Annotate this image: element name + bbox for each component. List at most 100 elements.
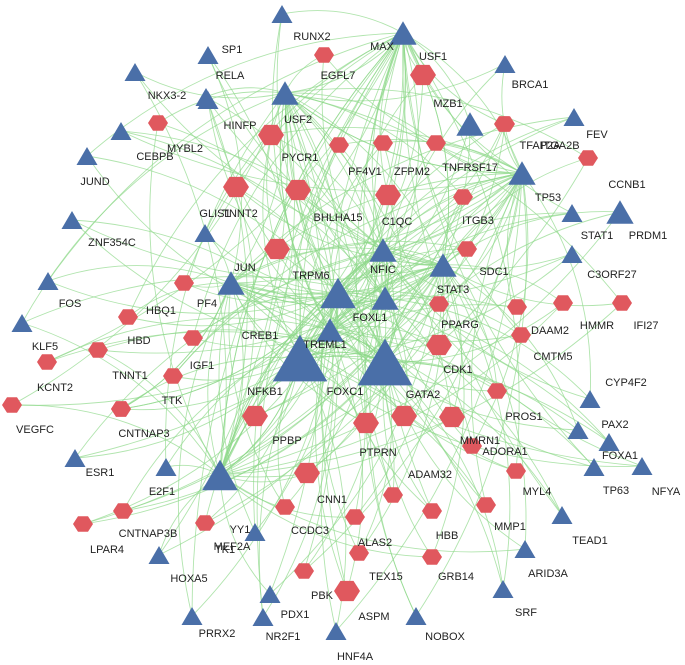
node-c3orf27[interactable] <box>561 245 583 263</box>
node-cdk1[interactable] <box>426 334 452 356</box>
node-gata2[interactable] <box>391 405 417 427</box>
node-stat1[interactable] <box>561 204 583 222</box>
node-nr2f1[interactable] <box>252 608 274 626</box>
node-hnf4a[interactable] <box>325 622 347 640</box>
node-hbd[interactable] <box>88 342 108 358</box>
node-myl4[interactable] <box>506 463 526 479</box>
node-esr1[interactable] <box>64 449 86 467</box>
node-prdm1[interactable] <box>606 200 634 224</box>
node-tnfrsf17[interactable] <box>426 135 446 151</box>
node-tnnt2[interactable] <box>223 176 249 198</box>
node-itgb3[interactable] <box>453 189 473 205</box>
node-cnn1[interactable] <box>294 462 320 484</box>
node-yy1[interactable] <box>202 459 238 491</box>
node-nobox[interactable] <box>405 607 427 625</box>
node-pros1[interactable] <box>487 383 507 399</box>
node-pf4v1[interactable] <box>329 137 349 153</box>
node-nfkb1[interactable] <box>272 334 328 382</box>
node-ptprn[interactable] <box>353 412 379 434</box>
node-prrx2[interactable] <box>181 607 203 625</box>
node-itga2b[interactable] <box>494 116 514 132</box>
node-arid3a[interactable] <box>514 540 536 558</box>
node-brca1[interactable] <box>494 55 516 73</box>
node-glis1[interactable] <box>194 224 216 242</box>
node-pbk[interactable] <box>334 580 360 602</box>
node-aspm[interactable] <box>294 563 314 579</box>
node-igf1[interactable] <box>183 330 203 346</box>
node-treml1[interactable] <box>316 318 344 342</box>
node-hbq1[interactable] <box>118 309 138 325</box>
node-cmtm5[interactable] <box>511 327 531 343</box>
node-cyp4f2[interactable] <box>579 390 601 408</box>
node-klf5[interactable] <box>11 314 33 332</box>
node-runx2[interactable] <box>271 5 293 23</box>
node-stat3[interactable] <box>429 253 457 277</box>
node-mmrn1[interactable] <box>439 406 465 428</box>
node-jund[interactable] <box>76 147 98 165</box>
node-grb14[interactable] <box>422 549 442 565</box>
node-hbb[interactable] <box>422 503 442 519</box>
node-adora1[interactable] <box>462 438 482 454</box>
node-nfya[interactable] <box>631 457 653 475</box>
node-pf4[interactable] <box>174 275 194 291</box>
node-hmmr[interactable] <box>553 295 573 311</box>
node-foxl1[interactable] <box>371 286 399 310</box>
node-lpar4[interactable] <box>73 516 93 532</box>
node-nkx3-2[interactable] <box>124 63 146 81</box>
node-mmp1[interactable] <box>476 497 496 513</box>
edge-hoxa5-usf2 <box>158 92 288 556</box>
node-alas2[interactable] <box>345 509 365 525</box>
node-sdc1[interactable] <box>457 241 477 257</box>
node-fev[interactable] <box>563 108 585 126</box>
node-ifi27[interactable] <box>612 295 632 311</box>
node-sp1[interactable] <box>197 46 219 64</box>
node-tnnt1[interactable] <box>163 368 183 384</box>
node-srf[interactable] <box>492 580 514 598</box>
node-pax2[interactable] <box>567 421 589 439</box>
node-ccnb1[interactable] <box>578 150 598 166</box>
node-kcnt2[interactable] <box>37 354 57 370</box>
node-usf2[interactable] <box>271 81 299 105</box>
edge-cntnap3b-stat3 <box>122 264 444 512</box>
node-c1qc[interactable] <box>375 184 401 206</box>
node-ccdc3[interactable] <box>275 499 295 515</box>
node-cebpb[interactable] <box>110 122 132 140</box>
node-mybl2[interactable] <box>148 115 168 131</box>
node-mzb1[interactable] <box>456 112 484 136</box>
node-pycr1[interactable] <box>258 124 284 146</box>
node-tex15[interactable] <box>349 545 369 561</box>
node-creb1[interactable] <box>320 277 356 309</box>
node-pdx1[interactable] <box>259 585 281 603</box>
node-foxa1[interactable] <box>598 433 620 451</box>
label-tfap2a: TFAP2A <box>520 140 562 152</box>
node-adam32[interactable] <box>383 487 403 503</box>
node-ppbp[interactable] <box>242 405 268 427</box>
node-tp53[interactable] <box>508 161 536 185</box>
node-znf354c[interactable] <box>61 211 83 229</box>
node-trpm6[interactable] <box>264 238 290 260</box>
node-hoxa5[interactable] <box>148 546 170 564</box>
node-usf1[interactable] <box>410 64 436 86</box>
node-cntnap3b[interactable] <box>113 503 133 519</box>
node-zfpm2[interactable] <box>373 135 393 151</box>
node-hinfp[interactable] <box>197 91 219 109</box>
node-bhlha15[interactable] <box>285 179 311 201</box>
node-vegfc[interactable] <box>2 397 22 413</box>
node-e2f1[interactable] <box>155 458 177 476</box>
node-daam2[interactable] <box>507 299 527 315</box>
node-tp63[interactable] <box>583 458 605 476</box>
node-max[interactable] <box>389 21 417 45</box>
node-egfl7[interactable] <box>314 47 334 63</box>
label-stat1: STAT1 <box>581 230 614 242</box>
edge-ppbp-foxl1 <box>254 297 386 417</box>
node-nfic[interactable] <box>369 238 397 262</box>
edge-esr1-tp53 <box>74 172 523 459</box>
node-fos[interactable] <box>37 272 59 290</box>
node-pparg[interactable] <box>429 296 449 312</box>
node-tk1[interactable] <box>244 523 266 541</box>
node-mef2a[interactable] <box>195 515 215 531</box>
node-tead1[interactable] <box>551 506 573 524</box>
node-jun[interactable] <box>217 271 245 295</box>
node-foxc1[interactable] <box>357 338 413 386</box>
node-cntnap3[interactable] <box>111 401 131 417</box>
